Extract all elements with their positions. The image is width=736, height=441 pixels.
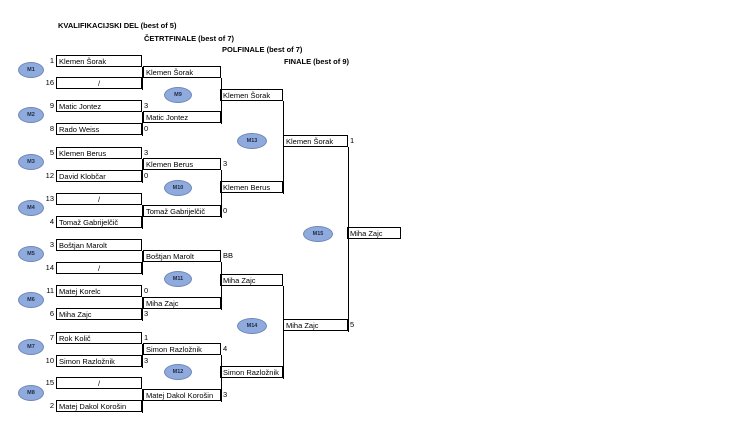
header-qualification: KVALIFIKACIJSKI DEL (best of 5) <box>58 21 177 30</box>
bracket-line <box>142 205 143 229</box>
player-slot[interactable]: / <box>56 262 142 274</box>
bracket-line <box>221 78 222 124</box>
match-badge: M5 <box>18 246 44 262</box>
bracket-line <box>221 170 222 218</box>
match-badge: M6 <box>18 292 44 308</box>
bracket-line <box>142 344 143 368</box>
score-label: 4 <box>223 344 228 353</box>
seed-number: 9 <box>49 101 54 110</box>
score-label: BB <box>223 251 234 260</box>
header-semifinal: POLFINALE (best of 7) <box>222 45 303 54</box>
player-slot[interactable]: Miha Zajc <box>220 274 283 286</box>
seed-number: 6 <box>49 309 54 318</box>
score-label: 3 <box>144 309 149 318</box>
seed-number: 10 <box>45 356 54 365</box>
match-badge: M12 <box>164 364 192 380</box>
player-slot[interactable]: Matej Korelc <box>56 285 142 297</box>
match-badge: M4 <box>18 200 44 216</box>
match-badge: M3 <box>18 154 44 170</box>
score-label: 0 <box>223 206 228 215</box>
match-badge: M8 <box>18 385 44 401</box>
player-slot[interactable]: Simon Razložnik <box>143 343 221 355</box>
player-slot[interactable]: Miha Zajc <box>56 308 142 320</box>
player-slot[interactable]: Klemen Berus <box>56 147 142 159</box>
seed-number: 3 <box>49 240 54 249</box>
player-slot[interactable]: Klemen Šorak <box>143 66 221 78</box>
bracket-line <box>142 159 143 183</box>
player-slot[interactable]: Klemen Berus <box>220 181 283 193</box>
player-slot[interactable]: Matej Dakol Korošin <box>56 400 142 412</box>
player-slot[interactable]: Tomaž Gabrijelčič <box>143 205 221 217</box>
player-slot[interactable]: Boštjan Marolt <box>143 250 221 262</box>
seed-number: 8 <box>49 124 54 133</box>
score-label: 3 <box>144 148 149 157</box>
seed-number: 11 <box>46 286 54 295</box>
player-slot[interactable]: Klemen Šorak <box>220 89 283 101</box>
bracket-line <box>142 389 143 413</box>
header-final: FINALE (best of 9) <box>284 57 349 66</box>
score-label: 3 <box>144 101 149 110</box>
seed-number: 5 <box>49 148 54 157</box>
match-badge: M11 <box>164 271 192 287</box>
player-slot[interactable]: Klemen Šorak <box>283 135 348 147</box>
seed-number: 12 <box>45 171 54 180</box>
score-label: 3 <box>223 390 228 399</box>
seed-number: 14 <box>45 263 54 272</box>
player-slot[interactable]: David Klobčar <box>56 170 142 182</box>
bracket-line <box>283 101 284 194</box>
player-slot[interactable]: Klemen Berus <box>143 158 221 170</box>
bracket-line <box>221 355 222 402</box>
seed-number: 7 <box>49 333 54 342</box>
player-slot[interactable]: Boštjan Marolt <box>56 239 142 251</box>
bracket-line <box>283 286 284 379</box>
seed-number: 16 <box>45 78 54 87</box>
bracket-line <box>142 251 143 275</box>
match-badge: M15 <box>303 226 333 242</box>
seed-number: 2 <box>49 401 54 410</box>
score-label: 3 <box>144 356 149 365</box>
match-badge: M13 <box>237 133 267 149</box>
player-slot[interactable]: Tomaž Gabrijelčič <box>56 216 142 228</box>
player-slot[interactable]: Rado Weiss <box>56 123 142 135</box>
bracket-line <box>142 67 143 90</box>
score-label: 0 <box>144 171 149 180</box>
score-label: 3 <box>223 159 228 168</box>
match-badge: M7 <box>18 339 44 355</box>
player-slot[interactable]: / <box>56 377 142 389</box>
player-slot[interactable]: Matic Jontez <box>143 111 221 123</box>
score-label: 5 <box>350 320 355 329</box>
match-badge: M9 <box>164 87 192 103</box>
score-label: 1 <box>350 136 355 145</box>
player-slot[interactable]: Miha Zajc <box>283 319 348 331</box>
player-slot[interactable]: Miha Zajc <box>143 297 221 309</box>
player-slot[interactable]: / <box>56 77 142 89</box>
bracket-line <box>221 262 222 310</box>
champion-slot[interactable]: Miha Zajc <box>347 227 401 239</box>
match-badge: M2 <box>18 107 44 123</box>
match-badge: M14 <box>237 318 267 334</box>
bracket-line <box>142 112 143 136</box>
player-slot[interactable]: / <box>56 193 142 205</box>
match-badge: M1 <box>18 62 44 78</box>
player-slot[interactable]: Simon Razložnik <box>56 355 142 367</box>
bracket-line <box>142 297 143 321</box>
seed-number: 15 <box>45 378 54 387</box>
bracket-line <box>348 147 349 332</box>
player-slot[interactable]: Rok Količ <box>56 332 142 344</box>
seed-number: 13 <box>45 194 54 203</box>
match-badge: M10 <box>164 180 192 196</box>
player-slot[interactable]: Matej Dakol Korošin <box>143 389 221 401</box>
player-slot[interactable]: Matic Jontez <box>56 100 142 112</box>
player-slot[interactable]: Simon Razložnik <box>220 366 283 378</box>
seed-number: 1 <box>49 56 54 65</box>
header-quarterfinal: ČETRTFINALE (best of 7) <box>144 34 234 43</box>
score-label: 0 <box>144 286 149 295</box>
player-slot[interactable]: Klemen Šorak <box>56 55 142 67</box>
score-label: 0 <box>144 124 149 133</box>
score-label: 1 <box>144 333 149 342</box>
seed-number: 4 <box>49 217 54 226</box>
